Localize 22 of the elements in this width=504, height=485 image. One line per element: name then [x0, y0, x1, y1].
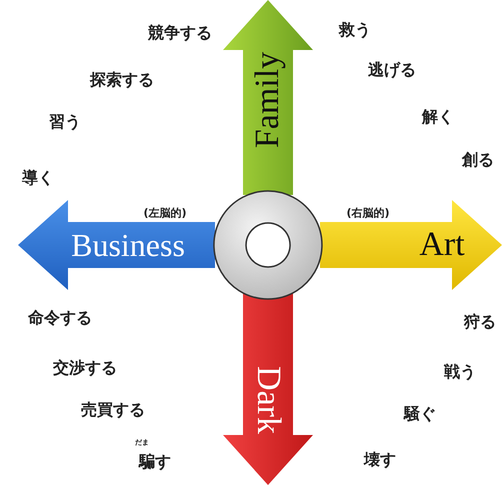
verb-label: 戦う: [444, 364, 476, 380]
axis-label: Business: [71, 229, 185, 261]
verb-label: 習う: [49, 114, 81, 130]
verb-label: 救う: [339, 22, 371, 38]
verb-label: (右脳的): [346, 208, 390, 218]
axis-label: Dark: [251, 366, 285, 434]
verb-label: 解く: [422, 109, 454, 125]
verb-label: 交渉する: [53, 360, 117, 376]
verb-label: 騒ぐ: [404, 406, 436, 422]
verb-label: 狩る: [464, 314, 496, 330]
verb-label: 競争する: [148, 25, 212, 41]
verb-label: 壊す: [364, 452, 396, 468]
verb-label: 逃げる: [368, 62, 416, 78]
axis-label: Art: [419, 228, 465, 262]
verb-label: 売買する: [81, 402, 145, 418]
verb-label: (左脳的): [143, 208, 187, 218]
verb-label: 創る: [462, 152, 494, 168]
verb-label: 導く: [22, 170, 54, 186]
verb-label: 命令する: [28, 310, 92, 326]
verb-label: 騙す: [139, 454, 171, 470]
axis-label: Family: [251, 52, 285, 148]
verb-label: 探索する: [90, 72, 154, 88]
